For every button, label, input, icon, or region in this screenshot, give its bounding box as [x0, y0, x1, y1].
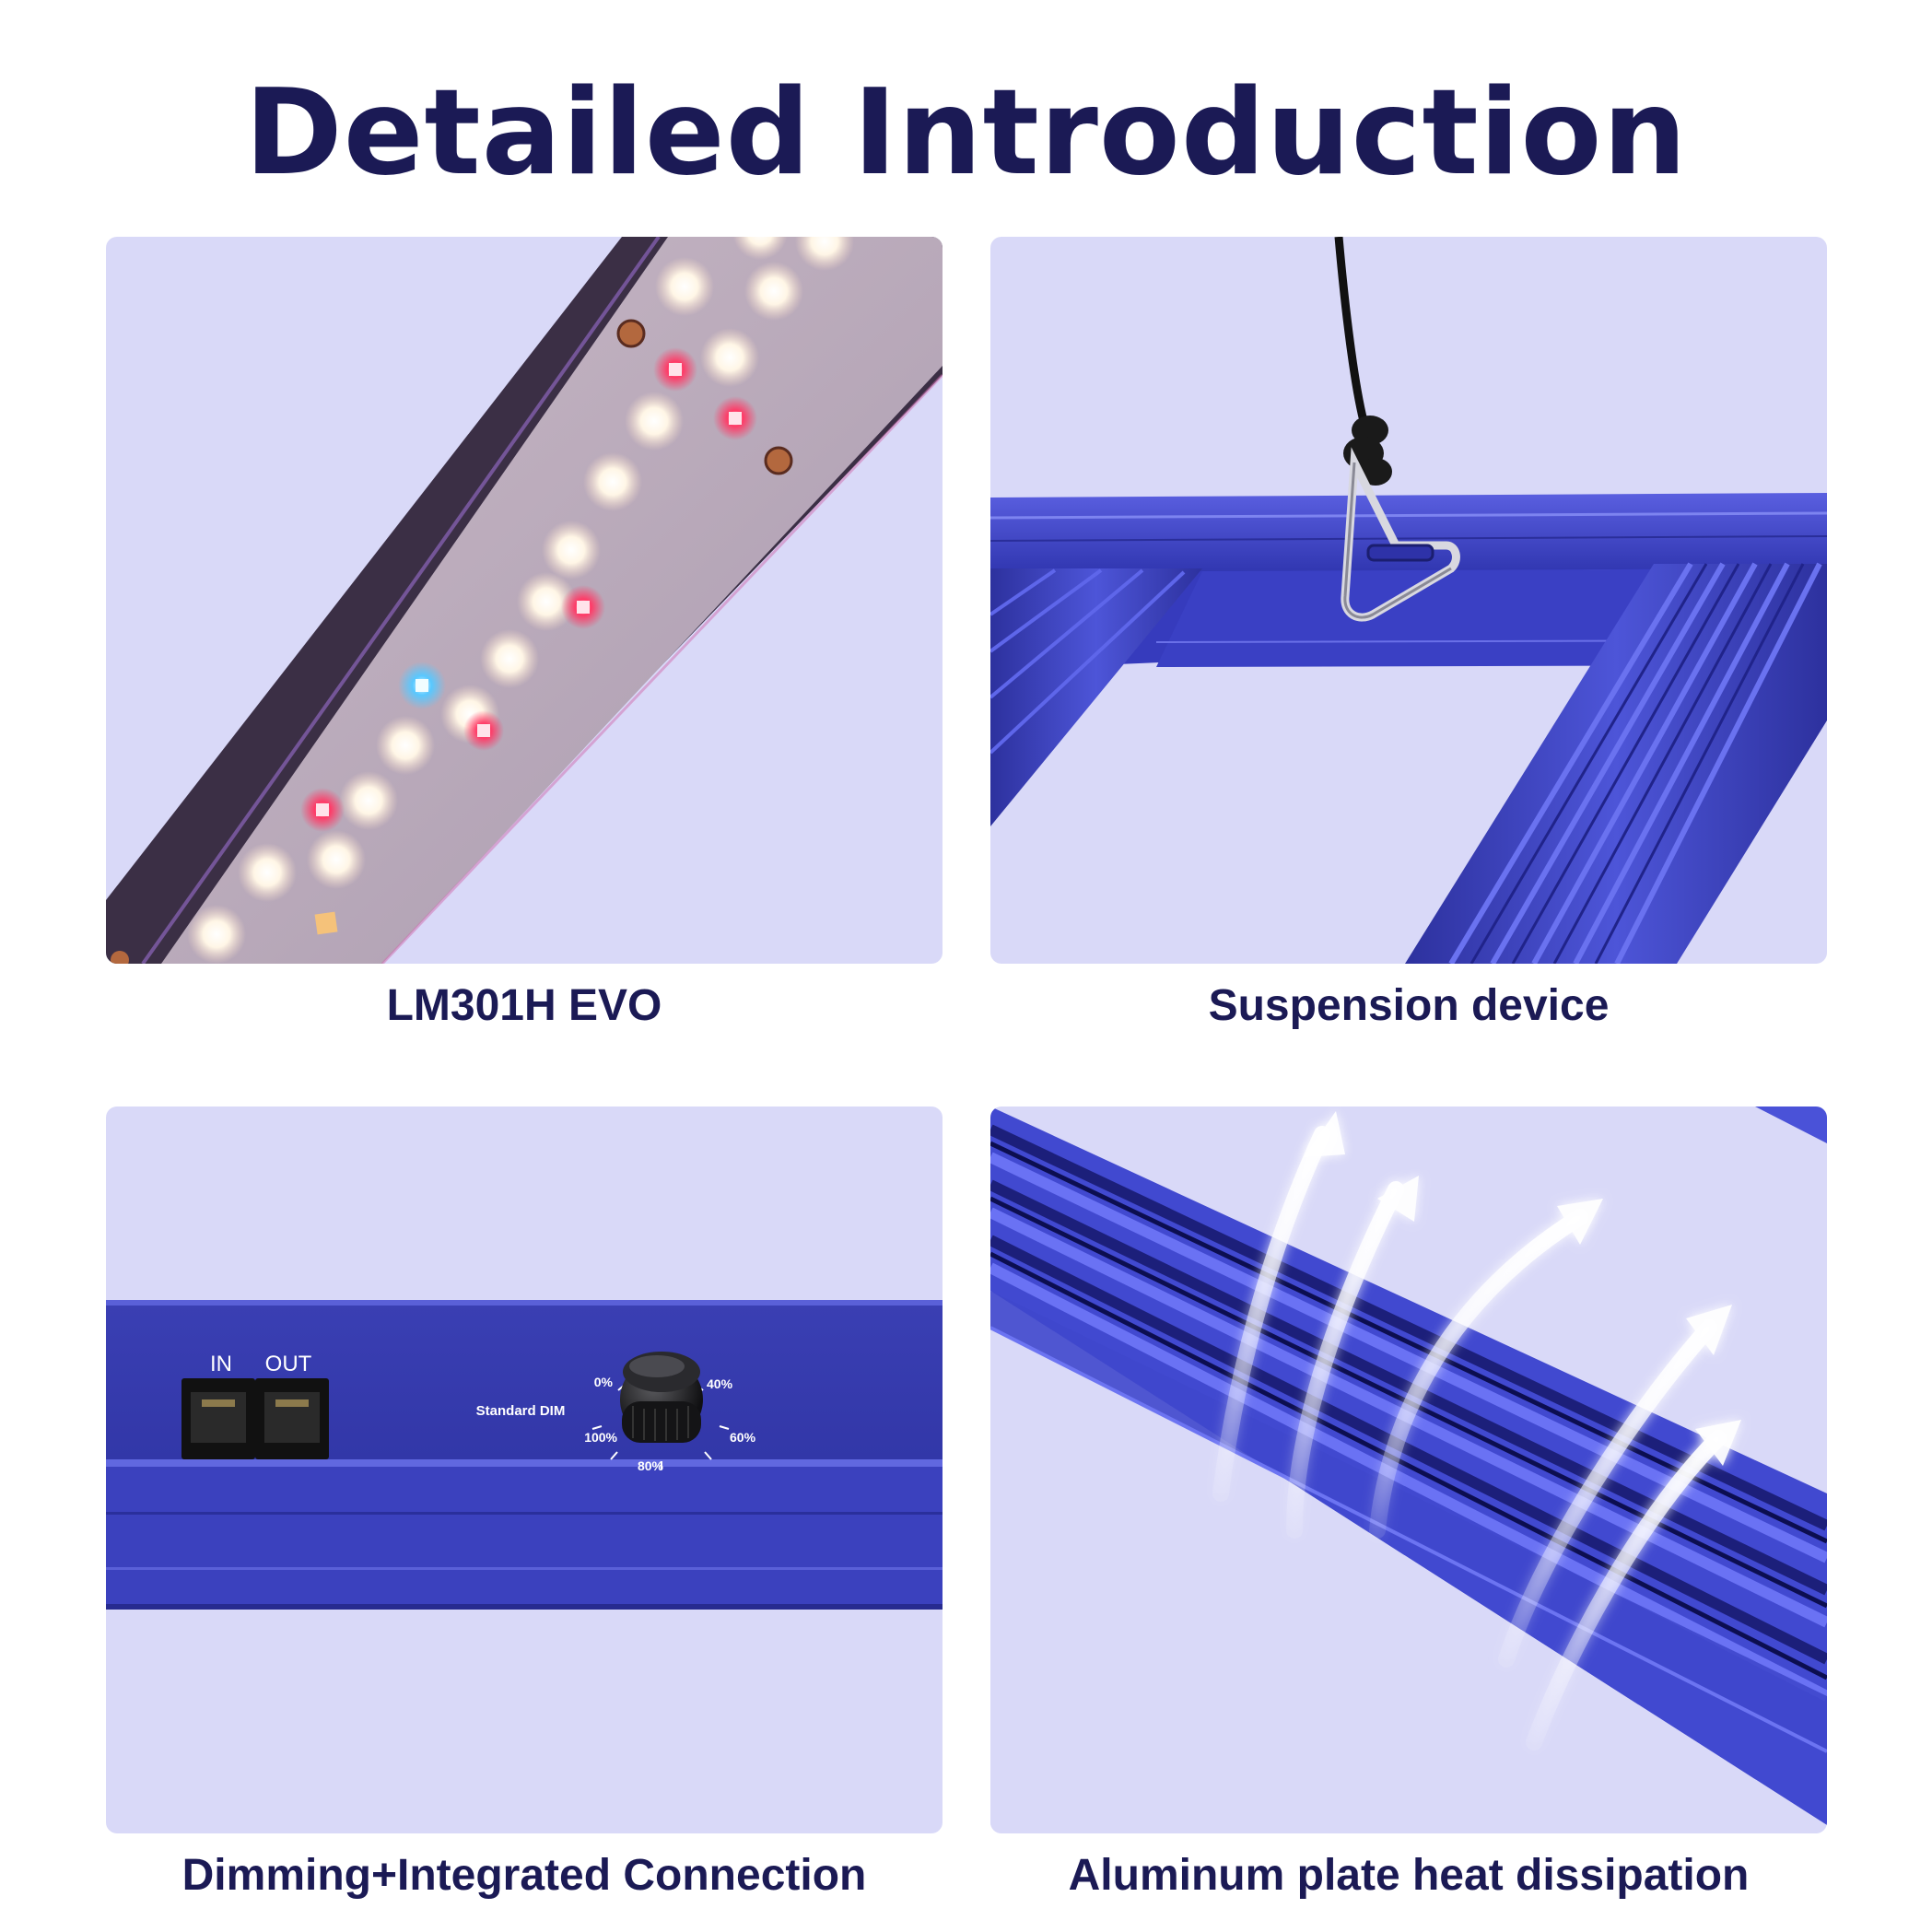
- screw: [111, 951, 129, 964]
- caption-led-board: LM301H EVO: [386, 981, 662, 1030]
- dimming-illustration: IN OUT: [106, 1300, 943, 1610]
- dimmer-mark-0: 0%: [594, 1375, 614, 1389]
- caption-suspension: Suspension device: [1208, 981, 1610, 1030]
- red-led-array: [300, 347, 757, 832]
- hanging-rope: [1334, 237, 1368, 423]
- caption-heat-dissipation: Aluminum plate heat dissipation: [1068, 1851, 1750, 1900]
- suspension-illustration: [990, 237, 1827, 964]
- suspension-device-photo: [990, 237, 1827, 964]
- screw: [764, 446, 793, 475]
- dimming-connection-photo: IN OUT: [106, 1107, 943, 1833]
- dimmer-mark-60: 60%: [730, 1430, 756, 1445]
- caption-dimming: Dimming+Integrated Connection: [181, 1851, 867, 1900]
- white-led-array: [187, 237, 854, 964]
- led-board-illustration: [106, 237, 943, 964]
- page-title: Detailed Introduction: [244, 64, 1688, 202]
- port-out-label: OUT: [265, 1352, 312, 1376]
- dimmer-mark-100: 100%: [584, 1430, 617, 1445]
- dimmer-mode-label: Standard DIM: [476, 1403, 566, 1419]
- dimmer-mark-80: 80%: [638, 1458, 664, 1473]
- heat-dissipation-illustration: [990, 1107, 1827, 1833]
- port-in-label: IN: [210, 1352, 232, 1376]
- dimmer-knob: [591, 1352, 730, 1469]
- screw: [616, 319, 646, 348]
- led-board-photo: [106, 237, 943, 964]
- arrow-heads: [1304, 1111, 1741, 1466]
- amber-led: [314, 911, 338, 935]
- heat-flow-arrows: [1212, 1126, 1727, 1751]
- left-heatsink: [990, 568, 1202, 826]
- dimmer-mark-40: 40%: [707, 1376, 733, 1391]
- heat-dissipation-photo: [990, 1107, 1827, 1833]
